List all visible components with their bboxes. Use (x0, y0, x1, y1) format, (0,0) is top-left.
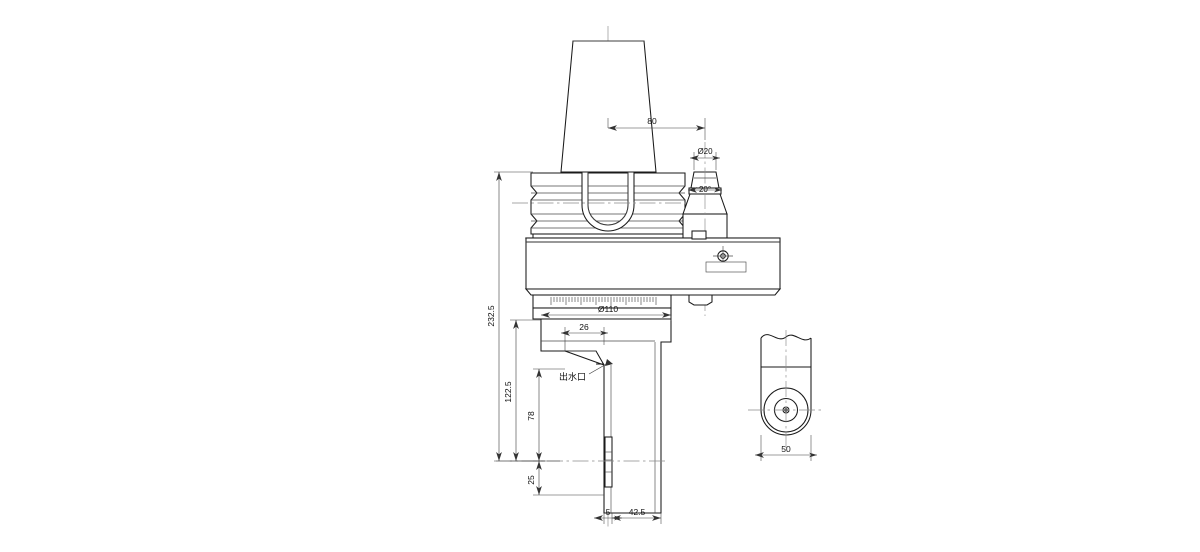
dimension-5-label: 5 (606, 508, 611, 517)
dimension-42-5: 42.5 (612, 507, 662, 524)
dimension-diameter-110: Ø110 (540, 304, 672, 321)
dimension-angle-20: 20° (688, 185, 722, 194)
dimension-diameter-20: Ø20 (690, 147, 720, 170)
dimension-25: 25 (526, 461, 604, 496)
dimension-26-label: 26 (579, 322, 589, 332)
dimension-diameter-20-label: Ø20 (697, 147, 713, 156)
coolant-outlet-annotation: 出水口 (559, 359, 613, 383)
dimension-25-label: 25 (526, 475, 536, 485)
dimension-232-5-label: 232.5 (486, 305, 496, 327)
dimension-diameter-110-label: Ø110 (598, 304, 618, 314)
dimension-set: 80 Ø20 20° 232.5 122.5 (486, 116, 722, 524)
dimension-122-5-label: 122.5 (503, 381, 513, 403)
taper-shank-cone (560, 40, 657, 173)
angle-head-body (524, 230, 782, 306)
dimension-50: 50 (755, 435, 817, 461)
spindle-nose-seal (604, 436, 613, 488)
dimension-angle-20-label: 20° (699, 185, 711, 194)
coolant-outlet-label: 出水口 (559, 371, 586, 383)
side-port-detail (705, 246, 747, 273)
dimension-80: 80 (607, 116, 706, 140)
dimension-78-label: 78 (526, 411, 536, 421)
dimension-50-label: 50 (781, 444, 791, 454)
dimension-26: 26 (561, 322, 608, 345)
side-view: 50 (748, 330, 824, 461)
front-elevation-view (496, 26, 782, 528)
spindle-housing (496, 318, 672, 514)
scale-graduation-marks (550, 297, 657, 306)
v-flange-gripper-groove (512, 171, 704, 242)
dimension-42-5-label: 42.5 (629, 507, 646, 517)
dimension-80-label: 80 (647, 116, 657, 126)
